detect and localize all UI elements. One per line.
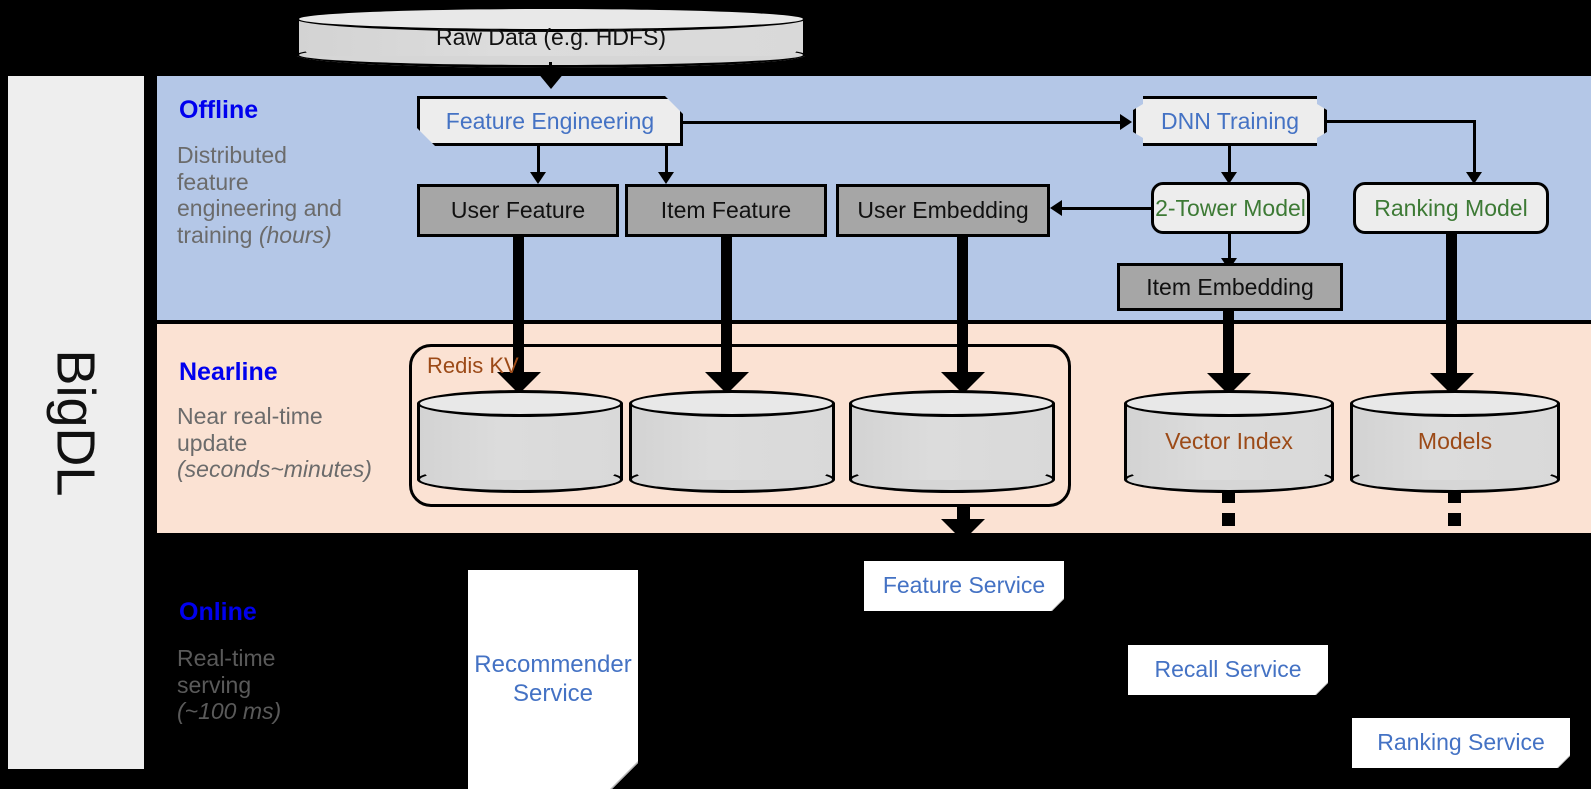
- user-embedding-label: User Embedding: [857, 197, 1029, 224]
- arrowhead-twotower-userembedding: [1050, 200, 1062, 216]
- dash-vectorindex-2: [1222, 513, 1235, 526]
- arrowhead-dnn-twotower: [1221, 172, 1237, 184]
- item-embedding-label: Item Embedding: [1146, 273, 1314, 300]
- dash-vectorindex-1: [1222, 490, 1235, 503]
- arrowhead-redis-featureservice: [941, 519, 985, 541]
- online-subtitle-italic: (~100 ms): [177, 698, 282, 725]
- redis-kv-label: Redis KV: [427, 353, 519, 378]
- bigdl-label: BigDL: [46, 348, 107, 497]
- online-subtitle-line2: serving: [177, 671, 252, 698]
- connector-dnn-ranking-v: [1473, 120, 1476, 178]
- node-dnn-training[interactable]: DNN Training: [1133, 96, 1327, 146]
- flow-userfeature-store: [513, 237, 524, 385]
- arrowhead-fe-itemfeature: [658, 172, 674, 184]
- arrowhead-userfeature-store: [497, 372, 541, 394]
- connector-fe-itemfeature: [665, 146, 668, 174]
- dash-redis-featureservice: [957, 506, 970, 519]
- offline-subtitle-line3: engineering and: [177, 195, 342, 222]
- ranking-model-label: Ranking Model: [1374, 194, 1528, 221]
- arrowhead-dnn-ranking: [1466, 172, 1482, 184]
- cylinder-bottom-edge: [417, 466, 623, 493]
- node-feature-engineering[interactable]: Feature Engineering: [417, 96, 683, 146]
- node-two-tower-model[interactable]: 2-Tower Model: [1151, 182, 1310, 234]
- offline-subtitle: Distributed feature engineering and trai…: [177, 142, 392, 249]
- connector-twotower-itemembedding: [1228, 234, 1231, 262]
- node-recommender-service[interactable]: Recommender Service: [468, 570, 638, 789]
- node-item-feature[interactable]: Item Feature: [625, 184, 827, 237]
- connector-dnn-twotower: [1228, 146, 1231, 176]
- dnn-training-label: DNN Training: [1160, 107, 1300, 134]
- feature-engineering-label: Feature Engineering: [445, 107, 655, 134]
- cylinder-top-ellipse: [296, 6, 806, 32]
- vector-index-label: Vector Index: [1165, 428, 1293, 454]
- models-cylinder[interactable]: Models: [1350, 390, 1560, 493]
- offline-subtitle-line2: feature: [177, 168, 249, 195]
- recall-service-label: Recall Service: [1154, 656, 1302, 683]
- flow-rankingmodel-models: [1446, 234, 1457, 386]
- dash-models-2: [1448, 513, 1461, 526]
- recommender-service-line1: Recommender: [474, 650, 632, 678]
- node-ranking-model[interactable]: Ranking Model: [1353, 182, 1549, 234]
- connector-twotower-userembedding: [1062, 207, 1151, 210]
- nearline-title: Nearline: [179, 358, 278, 386]
- redis-kv-container[interactable]: [409, 344, 1071, 507]
- cylinder-top-ellipse: [417, 390, 623, 417]
- flow-itemfeature-store: [721, 237, 732, 385]
- feature-service-label: Feature Service: [882, 572, 1046, 599]
- ranking-service-label: Ranking Service: [1377, 729, 1545, 756]
- online-subtitle: Real-time serving (~100 ms): [177, 645, 392, 725]
- connector-fe-dnn: [683, 121, 1123, 124]
- cylinder-top-ellipse: [1350, 390, 1560, 417]
- store-user-feature-cylinder[interactable]: [417, 390, 623, 493]
- bigdl-rail: BigDL: [8, 76, 144, 769]
- cylinder-bottom-edge: [629, 466, 835, 493]
- models-label: Models: [1417, 428, 1493, 454]
- arrowhead-userembedding-store: [941, 372, 985, 394]
- node-user-feature[interactable]: User Feature: [417, 184, 619, 237]
- node-user-embedding[interactable]: User Embedding: [836, 184, 1050, 237]
- store-item-feature-cylinder[interactable]: [629, 390, 835, 493]
- cylinder-top-ellipse: [1124, 390, 1334, 417]
- online-title: Online: [179, 598, 257, 626]
- offline-subtitle-line1: Distributed: [177, 142, 287, 168]
- online-subtitle-line1: Real-time: [177, 645, 276, 671]
- offline-title: Offline: [179, 96, 259, 124]
- connector-fe-userfeature: [537, 146, 540, 174]
- arrowhead-rawdata-fe: [537, 72, 565, 89]
- offline-subtitle-italic: (hours): [258, 222, 332, 249]
- flow-userembedding-store: [957, 237, 968, 385]
- nearline-subtitle-line2: update: [177, 429, 248, 456]
- connector-dnn-ranking-h: [1327, 120, 1476, 123]
- store-user-embedding-cylinder[interactable]: [849, 390, 1055, 493]
- cylinder-top-ellipse: [849, 390, 1055, 417]
- nearline-subtitle-italic: (seconds~minutes): [177, 456, 372, 483]
- raw-data-label: Raw Data (e.g. HDFS): [435, 23, 667, 50]
- vector-index-cylinder[interactable]: Vector Index: [1124, 390, 1334, 493]
- nearline-subtitle-line1: Near real-time: [177, 403, 323, 429]
- node-recall-service[interactable]: Recall Service: [1128, 645, 1328, 695]
- two-tower-model-label: 2-Tower Model: [1155, 194, 1306, 221]
- nearline-subtitle: Near real-time update (seconds~minutes): [177, 403, 417, 483]
- raw-data-cylinder: Raw Data (e.g. HDFS): [296, 6, 806, 68]
- arrowhead-fe-userfeature: [530, 172, 546, 184]
- cylinder-top-ellipse: [629, 390, 835, 417]
- arrowhead-fe-dnn: [1120, 114, 1132, 130]
- connector-rawdata-fe: [549, 62, 552, 76]
- dash-models-1: [1448, 490, 1461, 503]
- node-ranking-service[interactable]: Ranking Service: [1352, 718, 1570, 768]
- offline-subtitle-line4: training: [177, 222, 259, 249]
- recommender-service-line2: Service: [512, 679, 594, 707]
- flow-itemembedding-vectorindex: [1223, 311, 1234, 386]
- node-feature-service[interactable]: Feature Service: [864, 561, 1064, 611]
- arrowhead-itemfeature-store: [705, 372, 749, 394]
- user-feature-label: User Feature: [450, 197, 586, 224]
- node-item-embedding[interactable]: Item Embedding: [1117, 263, 1343, 311]
- item-feature-label: Item Feature: [660, 197, 792, 224]
- recommender-service-label: Recommender Service: [474, 651, 631, 709]
- cylinder-bottom-edge: [849, 466, 1055, 493]
